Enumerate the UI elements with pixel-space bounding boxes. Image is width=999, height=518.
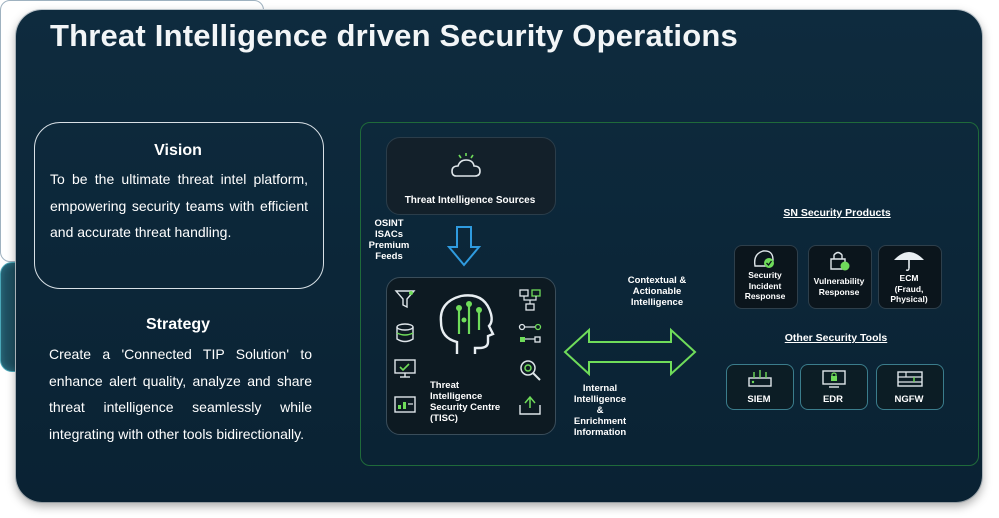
vision-text: To be the ultimate threat intel platform… xyxy=(50,171,308,240)
ecm-tile xyxy=(878,245,942,309)
ai-head-icon xyxy=(439,294,495,354)
feeds-label: OSINT ISACs Premium Feeds xyxy=(368,218,410,262)
vision-heading: Vision xyxy=(154,142,202,159)
cloud-signal-icon xyxy=(451,153,481,177)
contextual-label: Contextual & Actionable Intelligence xyxy=(627,275,687,308)
siem-icon xyxy=(748,370,772,387)
database-icon xyxy=(396,323,414,343)
vulnerability-response-tile xyxy=(808,245,872,309)
sn-products-title: SN Security Products xyxy=(783,207,891,219)
filter-icon xyxy=(394,290,416,309)
edr-icon xyxy=(822,370,846,388)
vulnerability-response-label: Vulnerability Response xyxy=(813,276,865,297)
strategy-heading: Strategy xyxy=(145,316,211,333)
incident-response-tile xyxy=(734,245,798,309)
bidirectional-arrow-icon xyxy=(563,327,697,377)
monitor-check-icon xyxy=(394,359,416,378)
magnifier-icon xyxy=(520,360,541,381)
share-tray-icon xyxy=(519,395,541,415)
siem-label: SIEM xyxy=(747,394,771,405)
internal-intel-label: Internal Intelligence & Enrichment Infor… xyxy=(573,383,627,438)
page-title: Threat Intelligence driven Security Oper… xyxy=(50,18,738,53)
down-arrow-icon xyxy=(446,226,482,267)
dashboard-icon xyxy=(394,396,416,413)
incident-response-label: Security Incident Response xyxy=(744,270,786,301)
ngfw-label: NGFW xyxy=(894,394,924,405)
network-nodes-icon xyxy=(518,323,542,343)
ecm-label: ECM (Fraud, Physical) xyxy=(890,273,928,304)
workflow-icon xyxy=(519,289,541,311)
firewall-icon xyxy=(897,371,923,387)
vision-card xyxy=(34,122,324,289)
umbrella-icon xyxy=(894,252,924,271)
vulnerability-icon xyxy=(830,251,850,271)
diagram-frame xyxy=(360,122,979,466)
other-tools-title: Other Security Tools xyxy=(784,332,888,344)
strategy-text: Create a 'Connected TIP Solution' to enh… xyxy=(49,346,312,442)
edr-label: EDR xyxy=(822,394,844,405)
threat-sources-label: Threat Intelligence Sources xyxy=(404,195,536,206)
tisc-label: Threat Intelligence Security Centre (TIS… xyxy=(430,380,501,424)
incident-icon xyxy=(753,250,774,268)
